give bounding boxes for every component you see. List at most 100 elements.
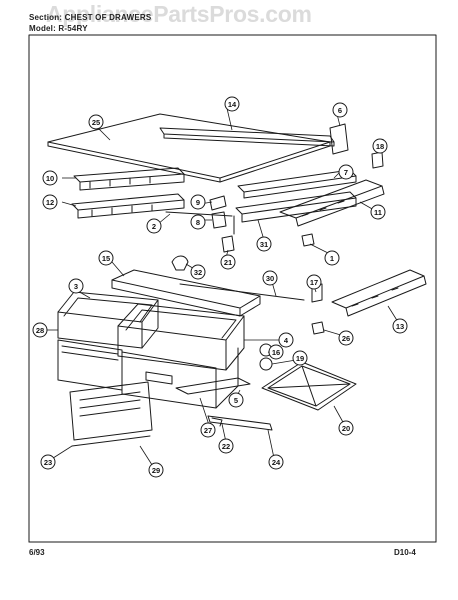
callout-number: 24 (272, 458, 281, 467)
part-29-drawer-front (69, 381, 153, 441)
callout-circle (148, 462, 164, 478)
callout-number: 22 (222, 442, 230, 451)
callout-8: 8 (190, 214, 206, 230)
callout-number: 32 (194, 268, 202, 277)
callout-13: 13 (392, 318, 408, 334)
callout-circle (370, 204, 386, 220)
callout-circle (392, 318, 408, 334)
callout-circle (338, 330, 354, 346)
callout-circle (224, 96, 240, 112)
callout-14: 14 (224, 96, 240, 112)
callout-circle (268, 344, 284, 360)
watermark: AppliancePartsPros.com (46, 1, 312, 27)
callout-number: 2 (152, 222, 156, 231)
callout-circle (332, 102, 348, 118)
part-8-bracket (211, 211, 227, 229)
part-15-frame (111, 269, 261, 309)
section-value: CHEST OF DRAWERS (64, 13, 152, 22)
callout-6: 6 (332, 102, 348, 118)
callout-circle (32, 322, 48, 338)
model-value: R-54RY (58, 24, 88, 33)
callout-circle (338, 164, 354, 180)
callout-number: 15 (102, 254, 110, 263)
part-9-bracket (209, 195, 227, 211)
callout-7: 7 (338, 164, 354, 180)
callout-21: 21 (220, 254, 236, 270)
callout-number: 13 (396, 322, 404, 331)
model-label: Model: (29, 24, 56, 33)
part-1-fastener (301, 233, 315, 247)
callout-number: 23 (44, 458, 52, 467)
callout-11: 11 (370, 204, 386, 220)
callout-30: 30 (262, 270, 278, 286)
callout-circle (200, 422, 216, 438)
footer-date: 6/93 (29, 548, 45, 557)
callout-31: 31 (256, 236, 272, 252)
callout-circle (292, 350, 308, 366)
callout-number: 29 (152, 466, 160, 475)
callout-32: 32 (190, 264, 206, 280)
callout-circle (42, 194, 58, 210)
callout-number: 18 (376, 142, 384, 151)
part-18-clip (371, 151, 384, 169)
part-10-slide-rail (73, 167, 185, 183)
callout-3: 3 (68, 278, 84, 294)
callout-number: 1 (330, 254, 334, 263)
callout-29: 29 (148, 462, 164, 478)
callout-12: 12 (42, 194, 58, 210)
callout-number: 21 (224, 258, 232, 267)
section-header: Section: CHEST OF DRAWERS (29, 13, 151, 22)
callout-2: 2 (146, 218, 162, 234)
part-26-fastener (311, 321, 325, 335)
part-6-bracket (329, 123, 349, 155)
callout-circle (190, 194, 206, 210)
callout-number: 28 (36, 326, 44, 335)
callout-circle (324, 250, 340, 266)
callout-number: 8 (196, 218, 200, 227)
callout-circle (146, 218, 162, 234)
callout-9: 9 (190, 194, 206, 210)
callout-circle (278, 332, 294, 348)
callout-circle (40, 454, 56, 470)
part-5-drawer-base (175, 377, 251, 395)
callout-circle (88, 114, 104, 130)
callout-number: 16 (272, 348, 280, 357)
callout-number: 4 (284, 336, 289, 345)
callout-18: 18 (372, 138, 388, 154)
callout-circle (190, 214, 206, 230)
part-12-slide-rail (71, 193, 185, 211)
part-24-slide-strip (207, 415, 273, 431)
callout-number: 14 (228, 100, 237, 109)
callout-number: 26 (342, 334, 350, 343)
callout-26: 26 (338, 330, 354, 346)
callout-number: 3 (74, 282, 78, 291)
callout-circle (256, 236, 272, 252)
callout-circle (218, 438, 234, 454)
callout-number: 9 (196, 198, 200, 207)
callout-circle (228, 392, 244, 408)
section-label: Section: (29, 13, 63, 22)
callout-number: 17 (310, 278, 318, 287)
part-20-tray (261, 361, 357, 411)
callout-number: 30 (266, 274, 274, 283)
callout-circle (306, 274, 322, 290)
callout-16: 16 (268, 344, 284, 360)
callout-number: 20 (342, 424, 350, 433)
part-2-rod (165, 211, 233, 217)
callout-number: 25 (92, 118, 100, 127)
part-19-knob (259, 357, 273, 371)
callout-circle (268, 454, 284, 470)
callout-10: 10 (42, 170, 58, 186)
callout-5: 5 (228, 392, 244, 408)
callout-17: 17 (306, 274, 322, 290)
part-32-clip (171, 255, 189, 271)
part-30-rod (179, 283, 305, 301)
callout-number: 7 (344, 168, 348, 177)
callout-number: 11 (374, 208, 382, 217)
part-14-top-rail (159, 127, 335, 143)
callout-25: 25 (88, 114, 104, 130)
callout-23: 23 (40, 454, 56, 470)
